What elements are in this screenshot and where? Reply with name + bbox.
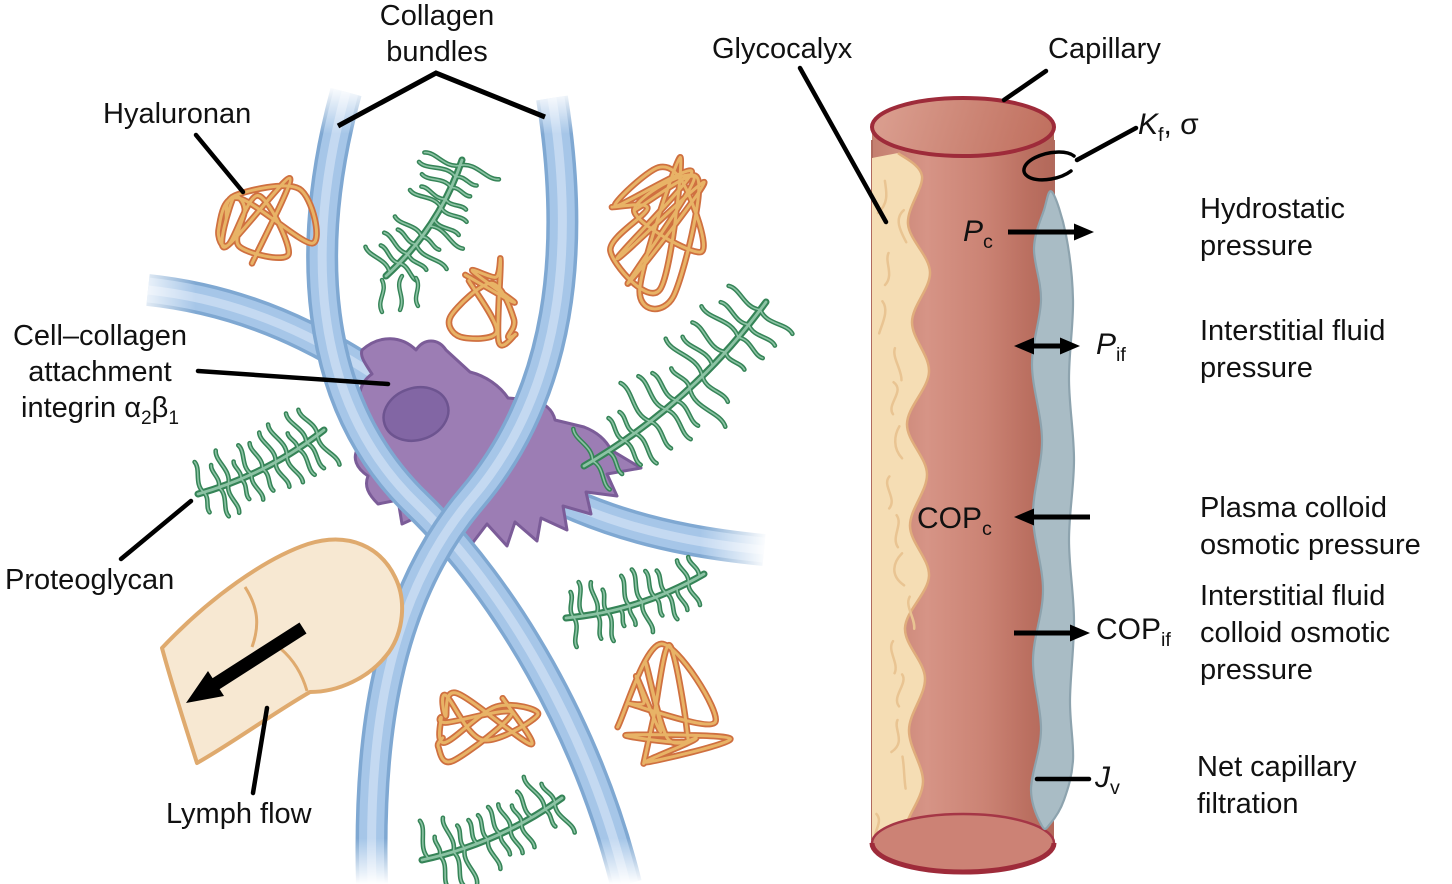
text-line: Hydrostatic	[1200, 193, 1346, 225]
hydrostatic-pressure-label: Hydrostatic pressure	[1200, 191, 1345, 265]
text-line: Collagen	[379, 0, 495, 32]
lines-layer	[118, 65, 1139, 796]
interstitial-colloid-osmotic-pressure-label: Interstitial fluid colloid osmotic press…	[1200, 578, 1390, 689]
capillary-label: Capillary	[1048, 31, 1161, 67]
bundle-tip-fade	[312, 86, 384, 134]
pc-marker: Pc	[963, 215, 993, 253]
bundle-tip-fade	[338, 838, 410, 884]
collagen-bundle-left	[306, 87, 642, 884]
kf-loop-icon	[1022, 150, 1076, 182]
glycocalyx-label: Glycocalyx	[712, 31, 852, 67]
pc-outward-arrow	[1008, 223, 1094, 241]
collagen-bundles-label: Collagen bundles	[380, 0, 494, 70]
capillary-top-rim	[870, 96, 1056, 158]
proteoglycan-fern	[417, 774, 577, 884]
proteoglycan-threads	[378, 273, 421, 315]
hyaluronan-pointer-line	[193, 132, 246, 195]
text-line: Plasma colloid	[1200, 492, 1387, 524]
copc-marker: COPc	[917, 502, 992, 540]
glycocalyx-layer	[872, 152, 932, 849]
hyaluronan-tangle	[607, 154, 708, 313]
text-line: attachment	[28, 356, 172, 388]
cell-collagen-pointer-line	[195, 368, 391, 387]
proteoglycan-fern	[562, 554, 708, 650]
vessel-layer	[160, 537, 405, 765]
proteoglycan-fern	[571, 283, 795, 492]
lymphatic-vessel	[160, 537, 405, 765]
text-line: Glycocalyx	[712, 33, 853, 65]
lymph-flow-arrow	[186, 622, 307, 703]
text-line: Net capillary	[1197, 751, 1357, 783]
hyaluronan-tangle	[434, 689, 542, 766]
lymph-flow-pointer-line	[250, 705, 270, 796]
copif-marker: COPif	[1096, 613, 1171, 651]
hyaluronan-tangle	[215, 175, 320, 267]
copif-outward-arrow	[1014, 624, 1090, 642]
text-line: integrin α2β1	[21, 392, 179, 429]
lymph-flow-label: Lymph flow	[166, 796, 312, 832]
bundle-tip-fade	[132, 272, 196, 324]
matrix-layer	[132, 86, 768, 884]
text-line: Lymph flow	[166, 798, 312, 830]
capillary-pointer-line	[1001, 68, 1049, 103]
text-line: Proteoglycan	[5, 564, 175, 596]
proteoglycan-pointer-line	[118, 498, 194, 562]
text-line: Hyaluronan	[103, 98, 252, 130]
text-line: Capillary	[1048, 33, 1161, 65]
hyaluronan-label: Hyaluronan	[103, 96, 251, 132]
text-line: pressure	[1200, 352, 1313, 384]
text-line: colloid osmotic	[1200, 617, 1391, 649]
text-line: pressure	[1200, 230, 1313, 262]
proteoglycan-fern	[192, 407, 342, 519]
hyaluronan-tangle	[614, 640, 734, 767]
text-line: pressure	[1200, 654, 1313, 686]
text-line: Interstitial fluid	[1200, 580, 1386, 612]
jv-marker: Jv	[1095, 761, 1120, 799]
cap-layer	[869, 96, 1076, 875]
kf-sigma-label: Kf, σ	[1138, 108, 1199, 146]
copc-inward-arrow	[1014, 508, 1090, 526]
pif-double-arrow	[1014, 337, 1080, 355]
plasma-colloid-osmotic-pressure-label: Plasma colloid osmotic pressure	[1200, 490, 1421, 564]
text-line: bundles	[386, 36, 488, 68]
proteoglycan-fern	[363, 150, 502, 284]
cell-collagen-attachment-label: Cell–collagen attachment integrin α2β1	[13, 318, 187, 437]
mol-layer	[192, 150, 795, 884]
collagen-pointer-line	[336, 70, 546, 129]
interstitial-fluid-pressure-label: Interstitial fluid pressure	[1200, 313, 1385, 387]
capillary-cylinder	[869, 96, 1076, 875]
text-line: Cell–collagen	[12, 320, 188, 352]
text-line: osmotic pressure	[1200, 529, 1421, 561]
glycocalyx-pointer-line	[797, 65, 889, 225]
hyaluronan-tangle	[445, 255, 519, 349]
kf-pointer-line	[1074, 125, 1139, 163]
proteoglycan-label: Proteoglycan	[5, 562, 174, 598]
bundle-tip-fade	[700, 514, 768, 570]
pif-marker: Pif	[1096, 328, 1126, 366]
collagen-bundle-right	[355, 95, 579, 884]
bundle-tip-fade	[590, 838, 662, 884]
text-line: filtration	[1197, 788, 1299, 820]
cell-nucleus	[382, 386, 450, 442]
text-line: Interstitial fluid	[1200, 315, 1386, 347]
net-capillary-filtration-label: Net capillary filtration	[1197, 749, 1357, 823]
